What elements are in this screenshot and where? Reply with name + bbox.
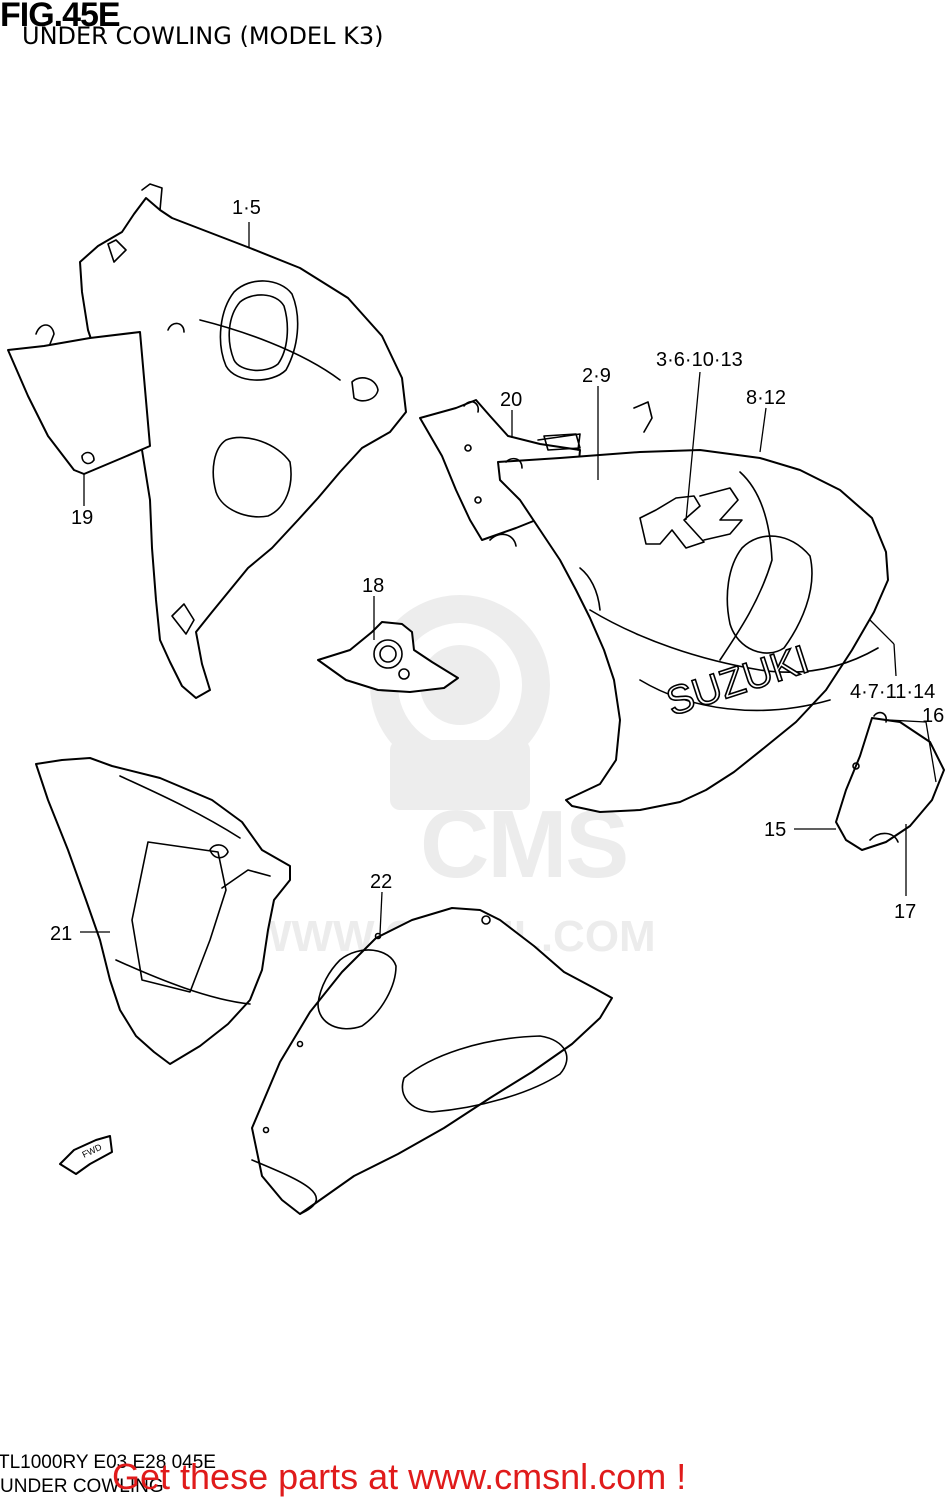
callout-3-6-10-13: 3·6·10·13: [656, 349, 743, 371]
part-mounting-plate: [317, 621, 459, 693]
callout-17: 17: [894, 901, 917, 923]
callout-21: 21: [50, 923, 73, 945]
footer-section-name: UNDER COWLING: [0, 1476, 164, 1497]
footer-promo-link[interactable]: Get these parts at www.cmsnl.com !: [112, 1456, 687, 1497]
part-inner-lower-cowl: [35, 757, 291, 1065]
leader-lines: [80, 222, 937, 935]
cms-watermark-logo-icon: [370, 595, 550, 810]
callout-22: 22: [370, 871, 393, 893]
part-lower-side-panel: [835, 711, 945, 851]
figure-subtitle: UNDER COWLING (MODEL K3): [22, 22, 384, 50]
callout-15: 15: [764, 819, 787, 841]
footer-model-code: TL1000RY E03 E28 045E: [0, 1452, 216, 1473]
callout-8-12: 8·12: [746, 387, 787, 409]
callout-19: 19: [71, 507, 94, 529]
fwd-arrow-icon: FWD: [59, 1135, 113, 1175]
part-side-bracket-panel: [7, 322, 185, 475]
callout-1-5: 1·5: [232, 197, 261, 219]
callout-16: 16: [922, 705, 945, 727]
callout-18: 18: [362, 575, 385, 597]
callout-20: 20: [500, 389, 523, 411]
part-inner-side-panel: [79, 183, 407, 699]
callout-2-9: 2·9: [582, 365, 611, 387]
figure-number: FIG.45E: [0, 0, 121, 34]
callout-4-7-11-14: 4·7·11·14: [850, 681, 936, 703]
part-lower-belly-cowl: [251, 907, 613, 1215]
part-main-side-cowling: [497, 401, 889, 813]
